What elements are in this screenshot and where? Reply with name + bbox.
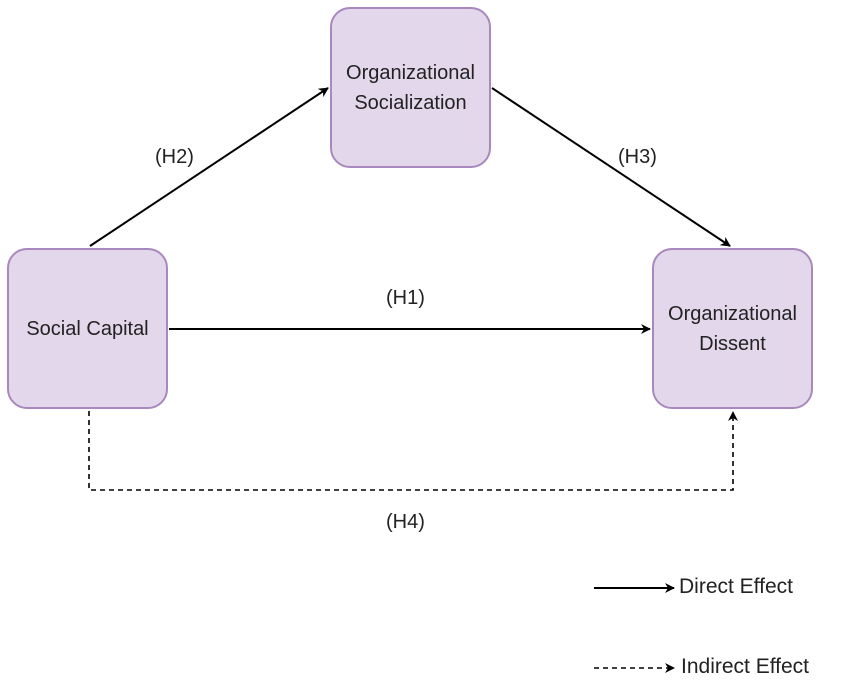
- edge-label-h2: (H2): [155, 146, 194, 168]
- edge-h3-arrow: [491, 87, 731, 247]
- legend-indirect-label: Indirect Effect: [681, 655, 810, 678]
- node-social-capital: Social Capital: [7, 248, 168, 409]
- edge-h4-arrow: [88, 411, 738, 491]
- edge-label-h1: (H1): [386, 287, 425, 309]
- node-organizational-dissent: Organizational Dissent: [652, 248, 813, 409]
- legend-direct-label: Direct Effect: [679, 575, 793, 598]
- node-label: Organizational Socialization: [346, 61, 475, 114]
- edge-label-h4: (H4): [386, 511, 425, 533]
- edge-h2-arrow: [89, 87, 329, 247]
- node-organizational-socialization: Organizational Socialization: [330, 7, 491, 168]
- edge-label-h3: (H3): [618, 146, 657, 168]
- node-label: Organizational Dissent: [668, 302, 797, 355]
- node-label: Social Capital: [26, 317, 149, 340]
